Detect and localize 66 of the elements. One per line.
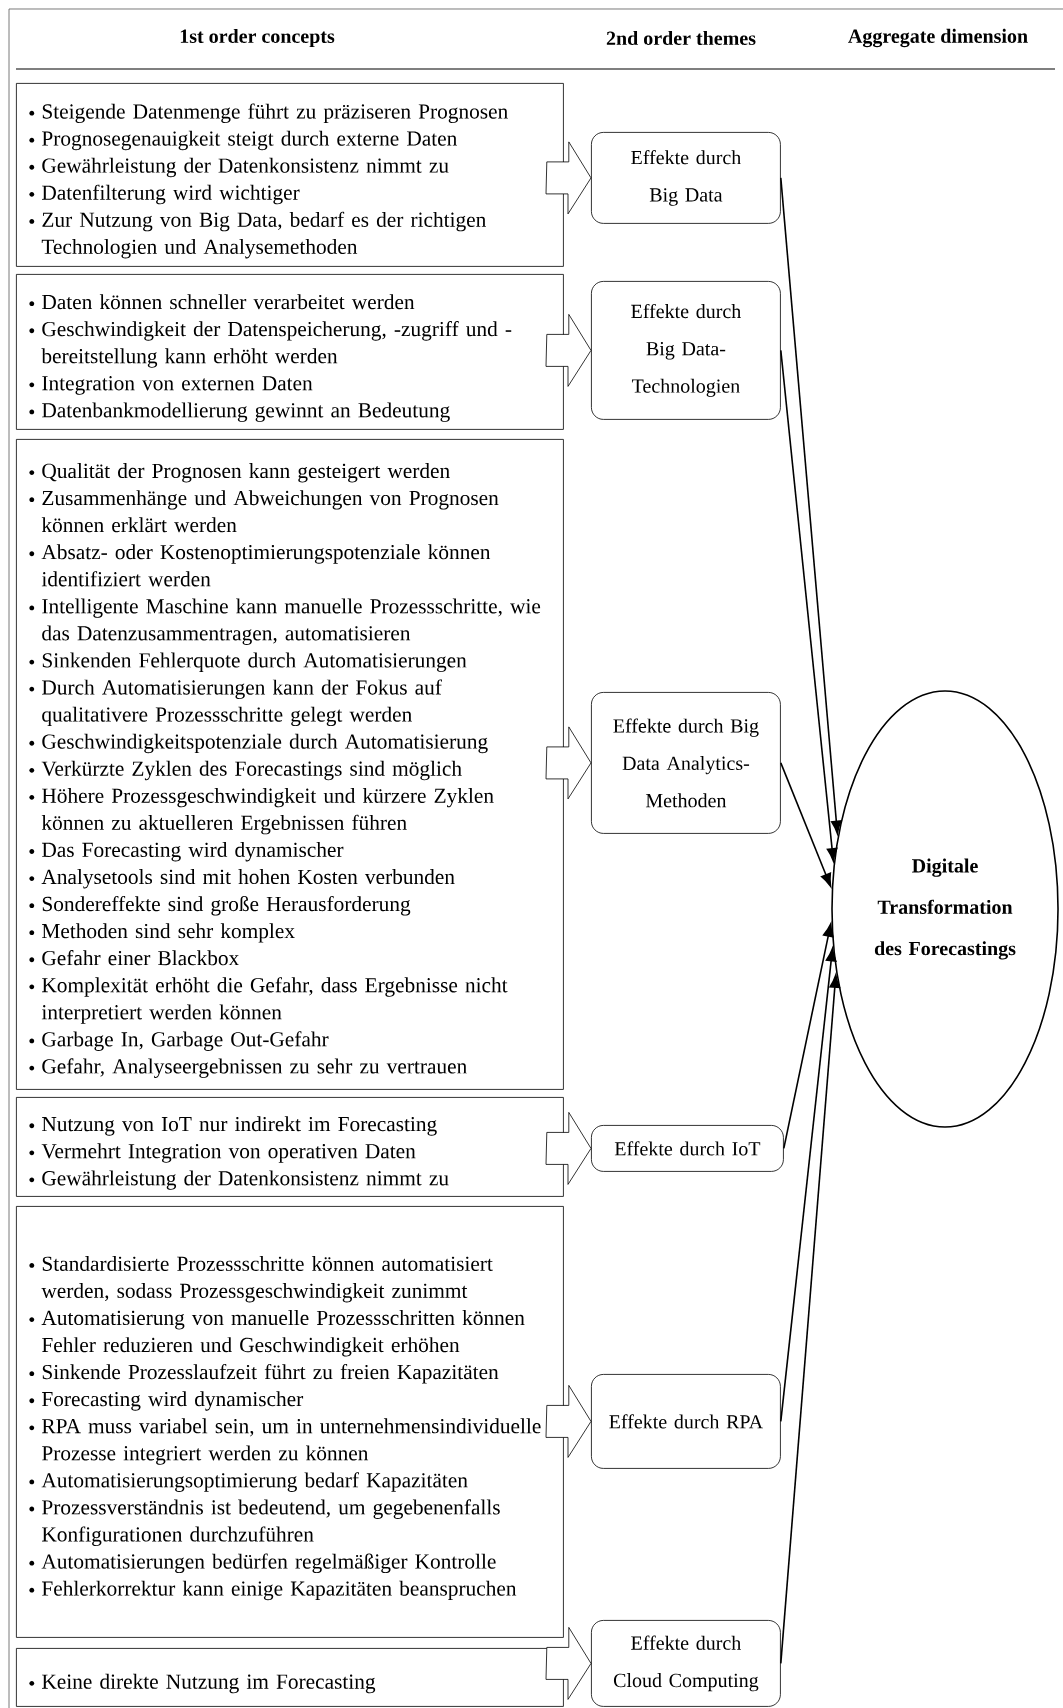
block-arrow [545,314,592,387]
bullet-point: RPA muss variabel sein, um in unternehmensindividuelle Prozesse integriert werden zu können [42,1418,541,1465]
bullet-point: Das Forecasting wird dynamischer [42,842,344,862]
bullet-point: Automatisierungsoptimierung bedarf Kapazitäten [41,1472,468,1492]
theme-box: Effekte durch Big Data-Technologien [591,281,781,420]
arrow [783,923,834,1150]
theme-box: Effekte durch RPA [591,1374,781,1469]
bullet-point: Prognosegenauigkeit steigt durch externe Daten [42,130,457,151]
bullet-point: Keine direkte Nutzung im Forecasting [42,1673,376,1694]
bullet-point: Komplexität erhöht die Gefahr, dass Ergebnisse nicht interpretiert werden können [41,977,508,1024]
block-arrow [545,141,592,215]
arrow [780,974,841,1665]
arrow [780,762,832,887]
column-heading: 2nd order themes [606,30,756,46]
bullet-point: Datenbankmodellierung gewinnt an Bedeutung [42,402,450,422]
bullet-point: Fehlerkorrektur kann einige Kapazitäten beanspruchen [42,1580,517,1601]
bullet-point: Forecasting wird dynamischer [42,1391,304,1411]
bullet-point: Verkürzte Zyklen des Forecastings sind möglich [41,760,462,781]
theme-box: Effekte durch Cloud Computing [591,1620,781,1707]
bullet-point: Gewährleistung der Datenkonsistenz nimmt zu [42,1170,449,1190]
arrow [780,177,842,835]
bullet-point: Steigende Datenmenge führt zu präziseren Prognosen [42,103,508,124]
column-heading: Aggregate dimension [848,28,1028,48]
theme-box: Effekte durch IoT [591,1125,784,1172]
bullet-point: Gewährleistung der Datenkonsistenz nimmt zu [42,157,449,178]
bullet-point: Datenfilterung wird wichtiger [42,184,300,205]
block-arrow [545,1112,592,1185]
bullet-point: Methoden sind sehr komplex [42,923,295,943]
bullet-point: Daten können schneller verarbeitet werden [42,294,415,310]
theme-box: Effekte durch Big Data [591,132,781,224]
bullet-point: Qualität der Prognosen kann gesteigert werden [42,463,450,483]
bullet-point: Gefahr einer Blackbox [42,950,239,966]
bullet-point: Sinkende Prozesslaufzeit führt zu freien Kapazitäten [42,1364,499,1384]
bullet-point: Höhere Prozessgeschwindigkeit und kürzere Zyklen können zu aktuelleren Ergebnissen führen [41,787,494,835]
bullet-point: Prozessverständnis ist bedeutend, um gegebenenfalls Konfigurationen durchzuführen [42,1499,500,1546]
arrow [780,947,837,1423]
concept-box [16,1097,564,1197]
concept-box [16,1648,564,1707]
concept-box [16,439,564,1090]
bullet-point: Sinkenden Fehlerquote durch Automatisierungen [42,652,467,672]
bullet-point: Durch Automatisierungen kann der Fokus auf qualitativere Prozessschritte gelegt werden [42,679,442,727]
concept-box [16,83,564,267]
bullet-point: Standardisierte Prozessschritte können automatisiert werden, sodass Prozessgeschwindigkeit zunimmt [41,1255,493,1303]
bullet-point: Sondereffekte sind große Herausforderung [42,895,411,916]
bullet-point: Vermehrt Integration von operativen Daten [41,1143,416,1163]
bullet-point: Analysetools sind mit hohen Kosten verbunden [41,869,455,889]
column-heading: 1st order concepts [180,28,335,48]
bullet-point: Nutzung von IoT nur indirekt im Forecasting [42,1116,437,1136]
concept-box [16,274,564,430]
bullet-point: Geschwindigkeit der Datenspeicherung, -zugriff und -bereitstellung kann erhöht werden [41,321,512,368]
bullet-point: Automatisierungen bedürfen regelmäßiger Kontrolle [41,1553,496,1574]
block-arrow [545,1385,592,1458]
bullet-point: Integration von externen Daten [42,376,313,395]
theme-box: Effekte durch Big Data Analytics-Methoden [591,692,781,834]
bullet-point: Geschwindigkeitspotenziale durch Automatisierung [42,733,488,754]
bullet-point: Absatz- oder Kostenoptimierungspotenziale können identifiziert werden [41,544,491,587]
block-arrow [545,1627,592,1700]
bullet-point: Zusammenhänge und Abweichungen von Prognosen können erklärt werden [41,490,499,533]
block-arrow [545,726,592,800]
arrow [780,349,838,862]
bullet-point: Garbage In, Garbage Out-Gefahr [42,1031,329,1051]
bullet-point: Intelligente Maschine kann manuelle Prozessschritte, wie das Datenzusammentragen, automatisieren [42,598,541,645]
bullet-point: Automatisierung von manuelle Prozessschritten können Fehler reduzieren und Geschwindigkeit erhöhen [41,1310,525,1357]
concept-box [16,1206,564,1638]
bullet-point: Zur Nutzung von Big Data, bedarf es der richtigen Technologien und Analysemethoden [41,211,486,259]
bullet-point: Gefahr, Analyseergebnissen zu sehr zu vertrauen [42,1058,467,1078]
